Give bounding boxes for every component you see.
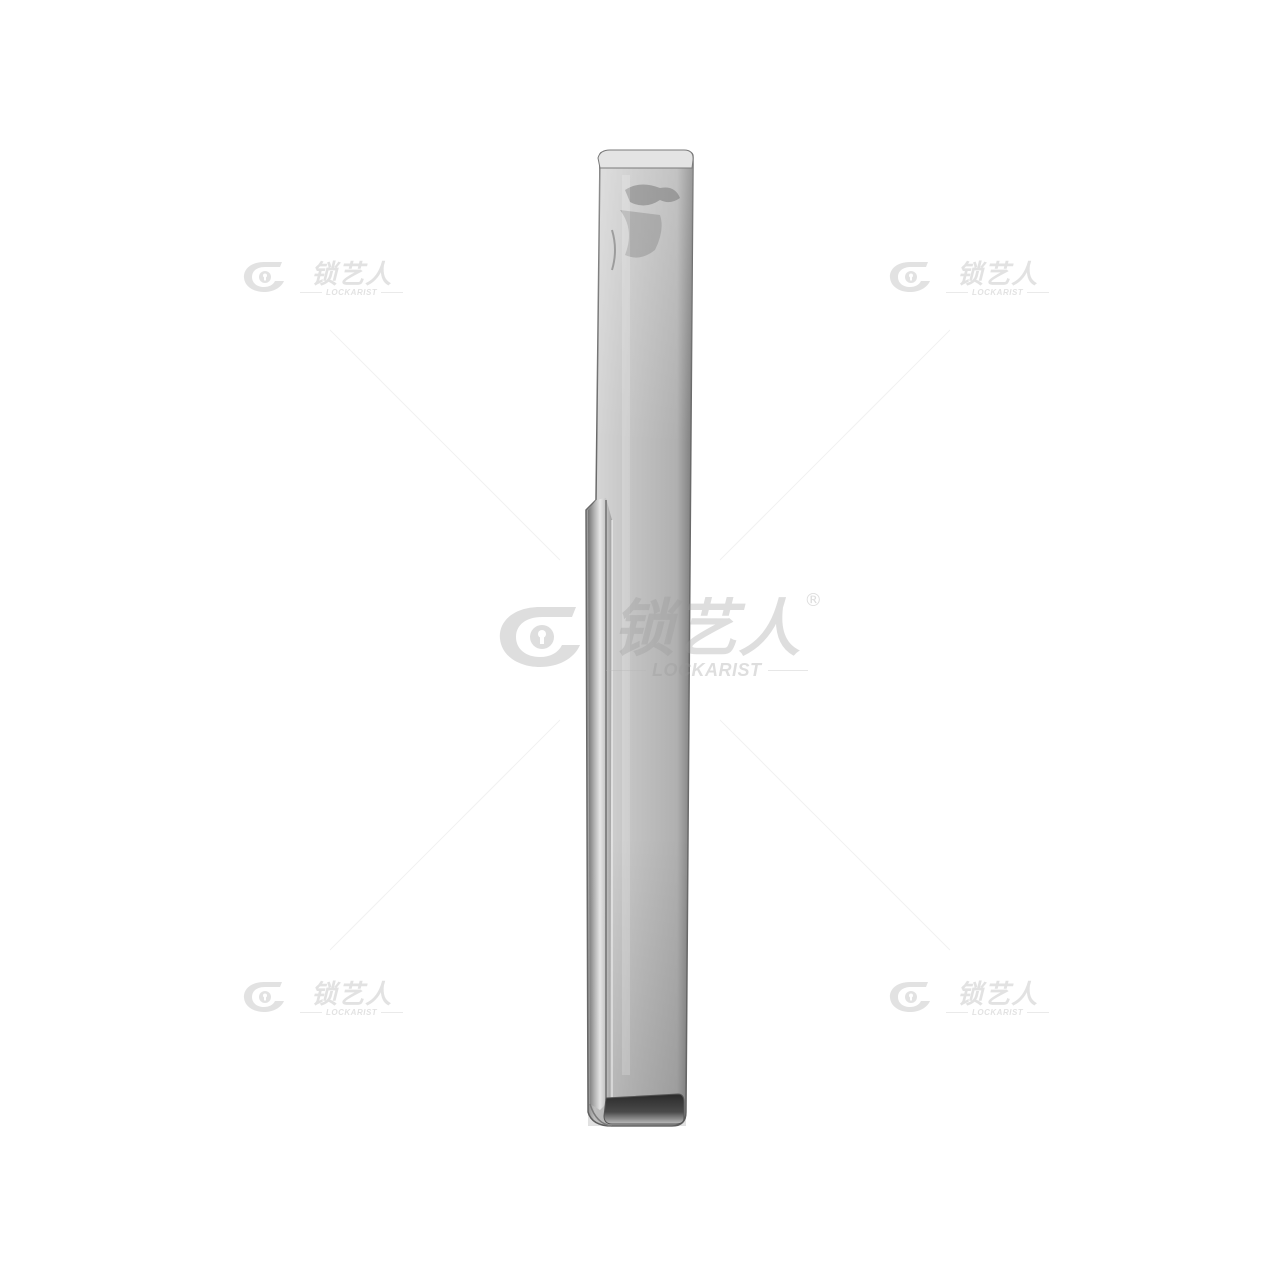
watermark-brand-cn: 锁艺人 (957, 260, 1039, 290)
lockarist-logo-icon (886, 258, 936, 301)
watermark-brand-cn: 锁艺人 (957, 980, 1039, 1010)
watermark-brand-en: LOCKARIST (600, 660, 814, 681)
watermark-brand-en: LOCKARIST (296, 288, 407, 297)
watermark-brand-en: LOCKARIST (296, 1008, 407, 1017)
watermark-center: 锁艺人 ® LOCKARIST (490, 592, 822, 681)
watermark-top-right: 锁艺人 LOCKARIST (886, 258, 1053, 301)
lockarist-logo-icon (240, 258, 290, 301)
watermark-brand-cn: 锁艺人 (311, 260, 393, 290)
watermark-brand-en: LOCKARIST (942, 1008, 1053, 1017)
watermark-brand-cn-wrap: 锁艺人 ® (612, 592, 822, 660)
lockarist-logo-icon (490, 601, 594, 678)
watermark-brand-en: LOCKARIST (942, 288, 1053, 297)
watermark-bottom-left: 锁艺人 LOCKARIST (240, 978, 407, 1021)
watermark-top-left: 锁艺人 LOCKARIST (240, 258, 407, 301)
registered-mark: ® (804, 590, 824, 611)
watermark-bottom-right: 锁艺人 LOCKARIST (886, 978, 1053, 1021)
lockarist-logo-icon (240, 978, 290, 1021)
watermark-brand-cn: 锁艺人 (311, 980, 393, 1010)
lockarist-logo-icon (886, 978, 936, 1021)
watermark-brand-cn: 锁艺人 (612, 592, 802, 665)
